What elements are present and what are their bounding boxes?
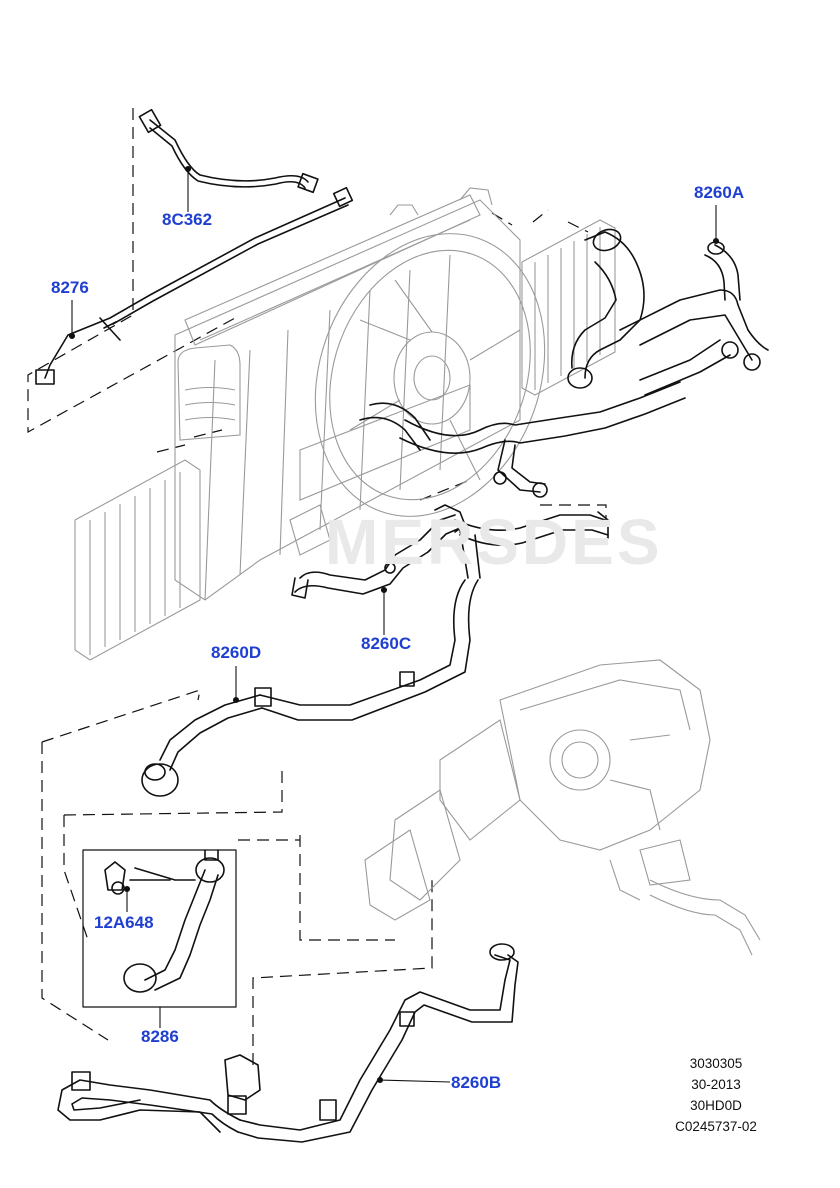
callout-12a648[interactable]: 12A648	[94, 913, 154, 932]
callout-8260c[interactable]: 8260C	[361, 634, 412, 653]
hose-lines	[35, 108, 769, 1143]
assembly-dash-lines	[27, 108, 607, 1065]
engine-block	[364, 659, 761, 956]
callout-8260b[interactable]: 8260B	[451, 1073, 502, 1092]
leader-lines	[68, 165, 720, 1084]
callout-8c362[interactable]: 8C362	[162, 210, 213, 229]
reference-line-1: 3030305	[689, 1056, 743, 1071]
hose-8260c	[299, 514, 456, 581]
callout-8286[interactable]: 8286	[141, 1027, 179, 1046]
hose-8260d	[454, 514, 606, 532]
hose-8c362	[149, 119, 309, 183]
callout-8276[interactable]: 8276	[51, 278, 89, 297]
hose-8260b	[239, 954, 511, 1131]
reference-line-4: C0245737-02	[675, 1119, 757, 1134]
watermark-text: MERSDES	[325, 506, 663, 578]
hose-8286	[144, 869, 206, 981]
hose-8276	[44, 197, 346, 379]
reference-line-2: 30-2013	[691, 1077, 741, 1092]
radiator-fan-assembly	[74, 187, 616, 661]
callout-8260a[interactable]: 8260A	[694, 183, 745, 202]
reference-line-3: 30HD0D	[690, 1098, 742, 1113]
callout-8260d[interactable]: 8260D	[211, 643, 262, 662]
